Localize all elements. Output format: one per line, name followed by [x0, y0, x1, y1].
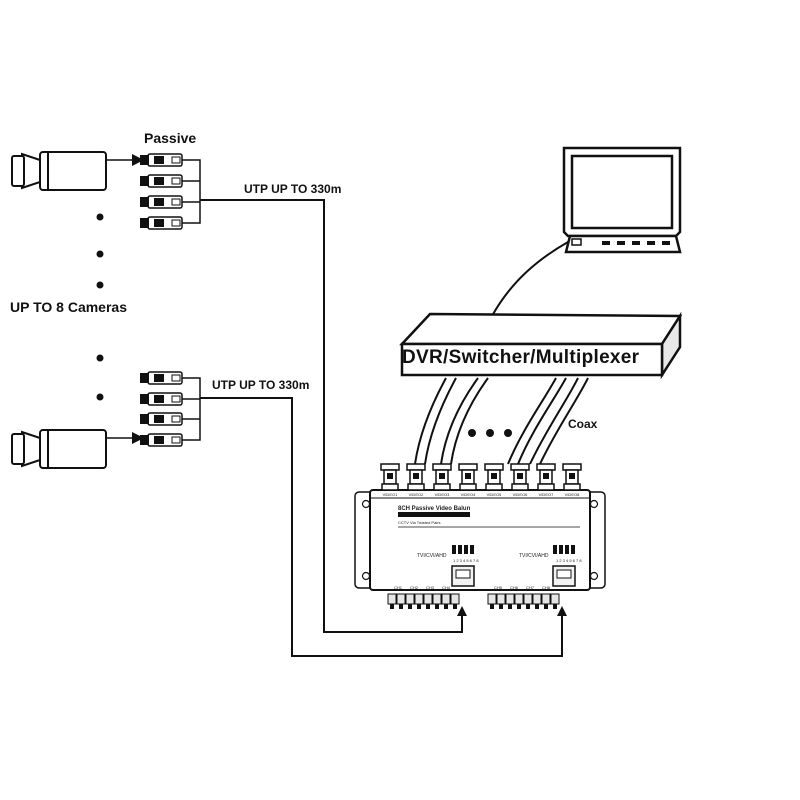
bnc-connector-icon	[510, 463, 530, 491]
balun-connector-group-bottom	[140, 371, 183, 447]
camera-count-label: UP TO 8 Cameras	[10, 299, 127, 315]
balun-connector-icon	[140, 412, 183, 426]
bnc-connector-icon	[458, 463, 478, 491]
balun-title: 8CH Passive Video Balun	[398, 506, 471, 512]
channel-label: CH8	[542, 585, 551, 590]
bnc-connector-icon	[536, 463, 556, 491]
bnc-connector-icon	[406, 463, 426, 491]
channel-label: CH7	[526, 585, 535, 590]
camera-icon	[11, 151, 107, 191]
balun-connector-icon	[140, 216, 183, 230]
channel-label: CH2	[410, 585, 419, 590]
channel-label: CH3	[426, 585, 435, 590]
balun-connector-icon	[140, 195, 183, 209]
bnc-connector-icon	[380, 463, 400, 491]
utp-distance-label-top: UTP UP TO 330m	[244, 182, 342, 196]
monitor-icon	[562, 146, 682, 254]
pin-numbers-1: 1 2 3 4 5 6 7 8	[453, 558, 479, 563]
monitor-cable	[491, 241, 569, 317]
channel-label: CH4	[442, 585, 451, 590]
bnc-connector-icon	[432, 463, 452, 491]
utp-cable-top-arrow	[457, 606, 467, 616]
pin-numbers-2: 1 2 3 4 5 6 7 8	[556, 558, 582, 563]
balun-connector-icon	[140, 433, 183, 447]
terminal-block-icon	[487, 593, 560, 609]
bnc-connector-row	[380, 463, 582, 491]
camera-icon	[11, 429, 107, 469]
continuation-dots-vertical	[96, 213, 104, 401]
bnc-label: VIDEO4	[461, 492, 476, 497]
terminal-block-icon	[387, 593, 460, 609]
dvr-box	[399, 311, 683, 380]
balun-connector-icon	[140, 174, 183, 188]
utp-cable-top	[200, 199, 463, 633]
continuation-dots-horizontal	[468, 429, 512, 437]
balun-hub	[354, 489, 606, 591]
dvr-label: DVR/Switcher/Multiplexer	[402, 347, 640, 368]
balun-connector-group-top	[140, 153, 183, 230]
utp-distance-label-bottom: UTP UP TO 330m	[212, 378, 310, 392]
bnc-label: VIDEO5	[487, 492, 502, 497]
balun-connector-icon	[140, 371, 183, 385]
bnc-label: VIDEO7	[539, 492, 554, 497]
balun-connector-icon	[140, 392, 183, 406]
bnc-label: VIDEO3	[435, 492, 450, 497]
coax-cables	[414, 377, 589, 465]
channel-label-row: CH1 CH2 CH3 CH4 CH5 CH6 CH7 CH8	[394, 585, 551, 590]
passive-label: Passive	[144, 130, 197, 146]
coax-label: Coax	[568, 417, 598, 431]
bnc-label: VIDEO1	[383, 492, 398, 497]
twisted-pair-bracket-bottom	[182, 377, 201, 441]
label-strip	[398, 512, 470, 517]
bnc-label: VIDEO6	[513, 492, 528, 497]
bnc-label: VIDEO2	[409, 492, 424, 497]
balun-subtitle: CCTV Via Twisted Pairs	[398, 520, 441, 525]
channel-label: CH5	[494, 585, 503, 590]
utp-cable-bottom	[200, 397, 563, 657]
bnc-label: VIDEO8	[565, 492, 580, 497]
bnc-connector-icon	[484, 463, 504, 491]
utp-cable-bottom-arrow	[557, 606, 567, 616]
bnc-label-row: VIDEO1 VIDEO2 VIDEO3 VIDEO4 VIDEO5 VIDEO6 VIDE…	[383, 492, 580, 497]
channel-label: CH6	[510, 585, 519, 590]
channel-label: CH1	[394, 585, 403, 590]
bnc-connector-icon	[562, 463, 582, 491]
twisted-pair-bracket-top	[182, 159, 201, 224]
port-label-1: TVI/CVI/AHD	[417, 553, 447, 559]
balun-connector-icon	[140, 153, 183, 167]
port-label-2: TVI/CVI/AHD	[519, 553, 549, 559]
